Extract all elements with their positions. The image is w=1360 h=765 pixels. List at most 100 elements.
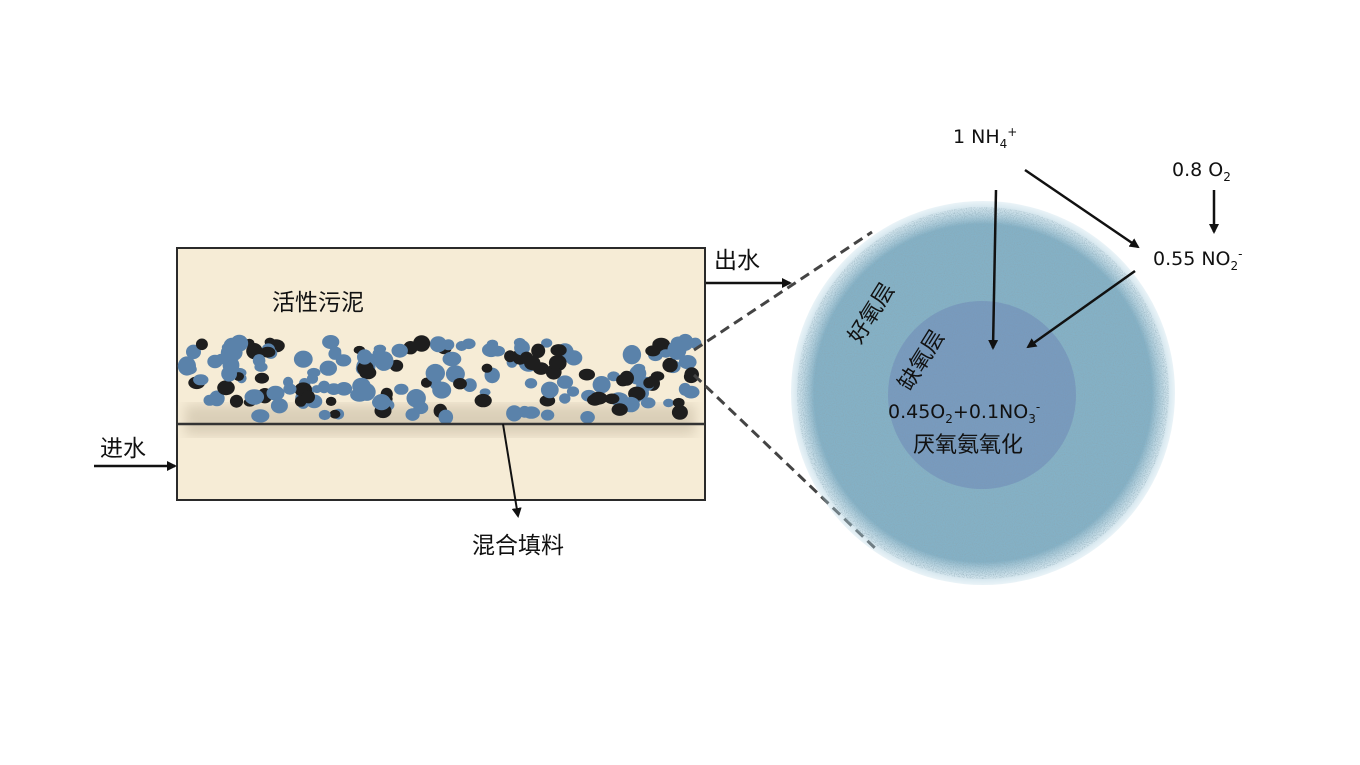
blue-media-particle	[252, 395, 263, 404]
blue-media-particle	[566, 386, 580, 397]
blue-media-particle	[357, 349, 373, 365]
blue-media-particle	[540, 409, 555, 421]
black-media-particle	[643, 377, 656, 389]
black-media-particle	[604, 393, 620, 405]
blue-media-particle	[506, 405, 523, 422]
black-media-particle	[672, 397, 685, 408]
blue-media-particle	[667, 340, 687, 360]
ammonium-to-core-arrow-icon	[988, 189, 999, 350]
blue-media-particle	[592, 376, 611, 394]
anammox-equation: 0.45O2+0.1NO3-	[888, 400, 1040, 426]
blue-media-particle	[318, 409, 331, 421]
blue-media-particle	[221, 366, 238, 382]
blue-media-particle	[311, 385, 322, 394]
blue-media-particle	[524, 378, 538, 389]
outflow-label: 出水	[714, 248, 760, 274]
black-media-particle	[481, 363, 493, 373]
blue-media-particle	[372, 395, 391, 410]
blue-media-particle	[429, 336, 447, 353]
blue-media-particle	[522, 406, 540, 419]
blue-media-particle	[252, 354, 266, 367]
black-media-particle	[229, 394, 244, 408]
nitrite-to-core-arrow-icon	[1026, 269, 1136, 349]
blue-media-particle	[394, 383, 409, 395]
black-media-particle	[413, 335, 431, 352]
black-media-particle	[650, 371, 665, 382]
zoom-line-top	[693, 230, 873, 352]
anoxic-layer	[888, 301, 1076, 489]
blue-media-particle	[432, 381, 452, 399]
black-media-particle	[329, 409, 341, 419]
blue-media-particle	[283, 383, 297, 395]
black-media-particle	[531, 343, 546, 358]
blue-media-particle	[663, 398, 674, 408]
blue-media-particle	[438, 409, 454, 425]
blue-media-particle	[230, 334, 249, 352]
blue-media-particle	[425, 363, 445, 383]
blue-media-particle	[678, 355, 697, 370]
blue-media-particle	[413, 401, 429, 415]
black-media-particle	[217, 380, 235, 396]
reactor-tank: 活性污泥	[176, 247, 706, 501]
black-media-particle	[662, 357, 678, 373]
blue-media-particle	[678, 382, 692, 396]
black-media-particle	[645, 345, 661, 357]
blue-media-particle	[193, 374, 209, 386]
blue-media-particle	[391, 343, 408, 358]
black-media-particle	[524, 355, 541, 371]
oxygen-label: 0.8 O2	[1172, 159, 1231, 184]
anammox-label: 厌氧氨氧化	[913, 433, 1023, 458]
media-label: 混合填料	[472, 533, 564, 559]
blue-media-particle	[372, 348, 386, 359]
blue-media-particle	[319, 360, 337, 376]
black-media-particle	[260, 346, 276, 358]
blue-media-particle	[580, 411, 595, 424]
black-media-particle	[195, 338, 208, 351]
black-media-particle	[504, 350, 516, 363]
ammonium-to-nitrite-arrow-icon	[1024, 168, 1140, 249]
inflow-label: 进水	[100, 436, 146, 462]
blue-media-particle	[251, 409, 270, 423]
granule-texture	[797, 207, 1169, 579]
nitrite-label: 0.55 NO2-	[1153, 247, 1243, 273]
blue-media-particle	[622, 345, 642, 365]
blue-media-particle	[177, 356, 196, 376]
black-media-particle	[611, 403, 628, 416]
blue-media-particle	[306, 373, 319, 384]
blue-media-particle	[266, 385, 285, 401]
black-media-particle	[578, 368, 596, 381]
blue-media-particle	[482, 342, 501, 358]
black-media-particle	[550, 344, 567, 357]
blue-media-particle	[270, 398, 288, 414]
blue-media-particle	[214, 353, 230, 365]
blue-media-particle	[565, 350, 583, 366]
blue-media-particle	[640, 397, 656, 409]
black-media-particle	[453, 378, 467, 390]
black-media-particle	[359, 366, 377, 380]
black-media-particle	[301, 390, 315, 404]
blue-media-particle	[541, 338, 553, 348]
blue-media-particle	[514, 340, 530, 356]
blue-media-particle	[540, 381, 559, 399]
ammonium-label: 1 NH4+	[953, 125, 1017, 151]
black-media-particle	[589, 391, 608, 405]
black-media-particle	[619, 370, 634, 386]
black-media-particle	[671, 405, 688, 420]
black-media-particle	[548, 355, 563, 370]
black-media-particle	[474, 393, 492, 408]
sludge-label: 活性污泥	[272, 290, 364, 316]
granule: 好氧层 缺氧层 0.45O2+0.1NO3- 厌氧氨氧化	[791, 201, 1175, 585]
blue-media-particle	[186, 344, 201, 360]
blue-media-particle	[328, 347, 342, 360]
blue-media-particle	[203, 394, 216, 406]
mixed-media-particles	[177, 333, 702, 425]
blue-media-particle	[322, 335, 340, 349]
blue-media-particle	[326, 383, 342, 395]
blue-media-particle	[455, 341, 468, 351]
media-pointer-arrow-icon	[502, 423, 522, 518]
black-media-particle	[325, 396, 337, 406]
blue-media-particle	[556, 375, 574, 389]
black-media-particle	[254, 372, 269, 384]
blue-media-particle	[442, 351, 462, 367]
